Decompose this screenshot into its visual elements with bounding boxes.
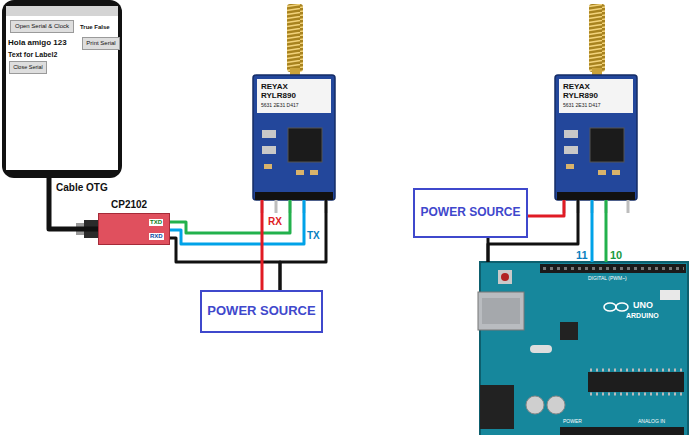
label-text: Hola amigo 123: [8, 38, 67, 47]
pin-label: RXD: [149, 233, 164, 240]
app-button: Print Serial: [82, 37, 120, 50]
silkscreen-text: DIGITAL (PWM~): [588, 276, 627, 282]
button-text: Print Serial: [86, 40, 115, 47]
power-source-box: POWER SOURCE: [200, 290, 323, 333]
signal-wire: [605, 200, 608, 262]
cable-label: Cable OTG: [55, 182, 109, 194]
silkscreen-text: ARDUINO: [626, 312, 659, 320]
app-button: Close Serial: [9, 61, 47, 74]
pin-label: TX: [307, 230, 320, 242]
app-button: Open Serial & Clock: [10, 20, 74, 33]
lora-module: REYAX RYLR890 5631 2E31 D417: [555, 75, 637, 200]
module-marking: REYAX RYLR890: [563, 82, 607, 100]
usb-serial-adapter: CP2102TXDRXD: [98, 213, 170, 245]
module-code: 5631 2E31 D417: [261, 103, 299, 109]
power-wire: [261, 200, 264, 290]
box-title: POWER SOURCE: [207, 304, 315, 319]
signal-wire: [170, 200, 290, 233]
silkscreen-text: UNO: [633, 300, 653, 310]
lora-module: REYAX RYLR890 5631 2E31 D417: [253, 75, 335, 200]
pin-number: 10: [610, 249, 622, 262]
lora-module-drawing: [253, 4, 335, 213]
button-text: Close Serial: [13, 64, 43, 70]
button-text: Open Serial & Clock: [15, 23, 69, 30]
module-code: 5631 2E31 D417: [563, 103, 601, 109]
silkscreen-text: POWER: [563, 419, 582, 425]
arduino-board: DIGITAL (PWM~) UNO ARDUINO POWER ANALOG IN: [480, 262, 688, 435]
ground-wire: [487, 238, 490, 262]
module-marking: REYAX RYLR890: [261, 82, 305, 100]
phone: True FalseHola amigo 123Text for Label2 O…: [2, 0, 122, 178]
arduino-drawing: [478, 262, 688, 435]
label-text: Text for Label2: [8, 51, 57, 59]
part-name: CP2102: [111, 199, 147, 211]
label-text: True False: [80, 24, 110, 31]
ground-wire: [280, 200, 326, 290]
lora-module-drawing: [555, 4, 637, 213]
signal-wire: [591, 200, 594, 262]
pin-number: 11: [576, 249, 588, 262]
signal-wire: [170, 200, 304, 244]
silkscreen-text: ANALOG IN: [638, 419, 665, 425]
pin-label: RX: [268, 216, 282, 228]
box-title: POWER SOURCE: [420, 206, 520, 220]
app-title-bar: [6, 6, 118, 16]
pin-label: TXD: [149, 219, 163, 226]
power-source-box: POWER SOURCE: [413, 188, 528, 238]
power-wire: [528, 200, 564, 216]
